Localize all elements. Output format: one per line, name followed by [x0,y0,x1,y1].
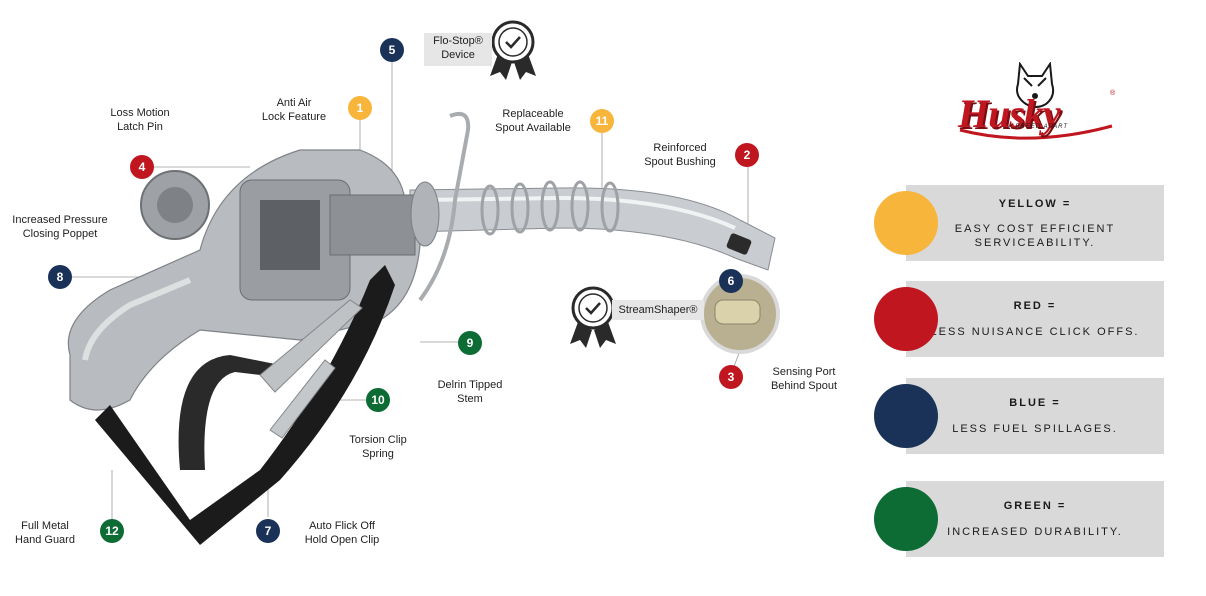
callout-3-label: Sensing Port Behind Spout [770,366,838,392]
callout-7-label: Auto Flick Off Hold Open Clip [304,520,380,546]
callout-4-marker: 4 [130,155,154,179]
legend-red-box: RED = LESS NUISANCE CLICK OFFS. [906,281,1164,357]
callout-1-label: Anti Air Lock Feature [261,97,327,123]
callout-1-marker: 1 [348,96,372,120]
callout-12-label: Full Metal Hand Guard [15,520,75,546]
callout-8-marker: 8 [48,265,72,289]
callout-9-marker: 9 [458,331,482,355]
legend-blue-box: BLUE = LESS FUEL SPILLAGES. [906,378,1164,454]
legend-red-dot [874,287,938,351]
callout-5-marker: 5 [380,38,404,62]
callout-3-marker: 3 [719,365,743,389]
hook-wire [418,111,471,302]
callout-9-label: Delrin Tipped Stem [437,379,503,405]
certified-badge-icon [490,20,536,80]
callout-2-label: Reinforced Spout Bushing [644,142,716,168]
legend-yellow-box: YELLOW = EASY COST EFFICIENT SERVICEABIL… [906,185,1164,261]
brand-registered-mark: ® [1110,90,1116,97]
certified-badge-icon [570,286,616,348]
callout-10-label: Torsion Clip Spring [349,434,407,460]
spout [409,180,776,271]
legend-yellow-desc: EASY COST EFFICIENT SERVICEABILITY. [954,223,1116,249]
brand-name: Husky [958,91,1061,136]
legend-green: GREEN = INCREASED DURABILITY. [874,481,1164,557]
callout-4-label: Loss Motion Latch Pin [110,107,170,133]
legend-blue-title: BLUE = [1009,397,1061,409]
legend-green-desc: INCREASED DURABILITY. [947,526,1123,538]
callout-5-label: Flo-Stop® Device [424,33,492,66]
callout-6-marker: 6 [719,269,743,293]
hand-guard [95,265,395,545]
callout-6-label: StreamShaper® [612,300,704,320]
legend-green-title: GREEN = [1003,500,1067,512]
legend-blue-dot [874,384,938,448]
legend-red-desc: LESS NUISANCE CLICK OFFS. [930,326,1140,338]
legend-red: RED = LESS NUISANCE CLICK OFFS. [874,281,1164,357]
legend-yellow-title: YELLOW = [998,198,1072,210]
nozzle-body [67,149,440,411]
callout-8-label: Increased Pressure Closing Poppet [12,214,108,240]
callout-10-marker: 10 [366,388,390,412]
brand-logo: Husky ® A BREED APART [950,61,1120,142]
callout-11-label: Replaceable Spout Available [495,108,571,134]
callout-7-marker: 7 [256,519,280,543]
legend-blue: BLUE = LESS FUEL SPILLAGES. [874,378,1164,454]
streamshaper-part [714,299,761,325]
legend-red-title: RED = [1013,300,1057,312]
legend-green-dot [874,487,938,551]
husky-dog-icon [959,61,1113,140]
callout-12-marker: 12 [100,519,124,543]
callout-2-marker: 2 [735,143,759,167]
brand-tagline: A BREED APART [1008,124,1069,130]
legend-blue-desc: LESS FUEL SPILLAGES. [952,423,1118,435]
legend-yellow: YELLOW = EASY COST EFFICIENT SERVICEABIL… [874,185,1164,261]
callout-11-marker: 11 [590,109,614,133]
legend-green-box: GREEN = INCREASED DURABILITY. [906,481,1164,557]
trigger-lever [178,299,363,470]
legend-yellow-dot [874,191,938,255]
